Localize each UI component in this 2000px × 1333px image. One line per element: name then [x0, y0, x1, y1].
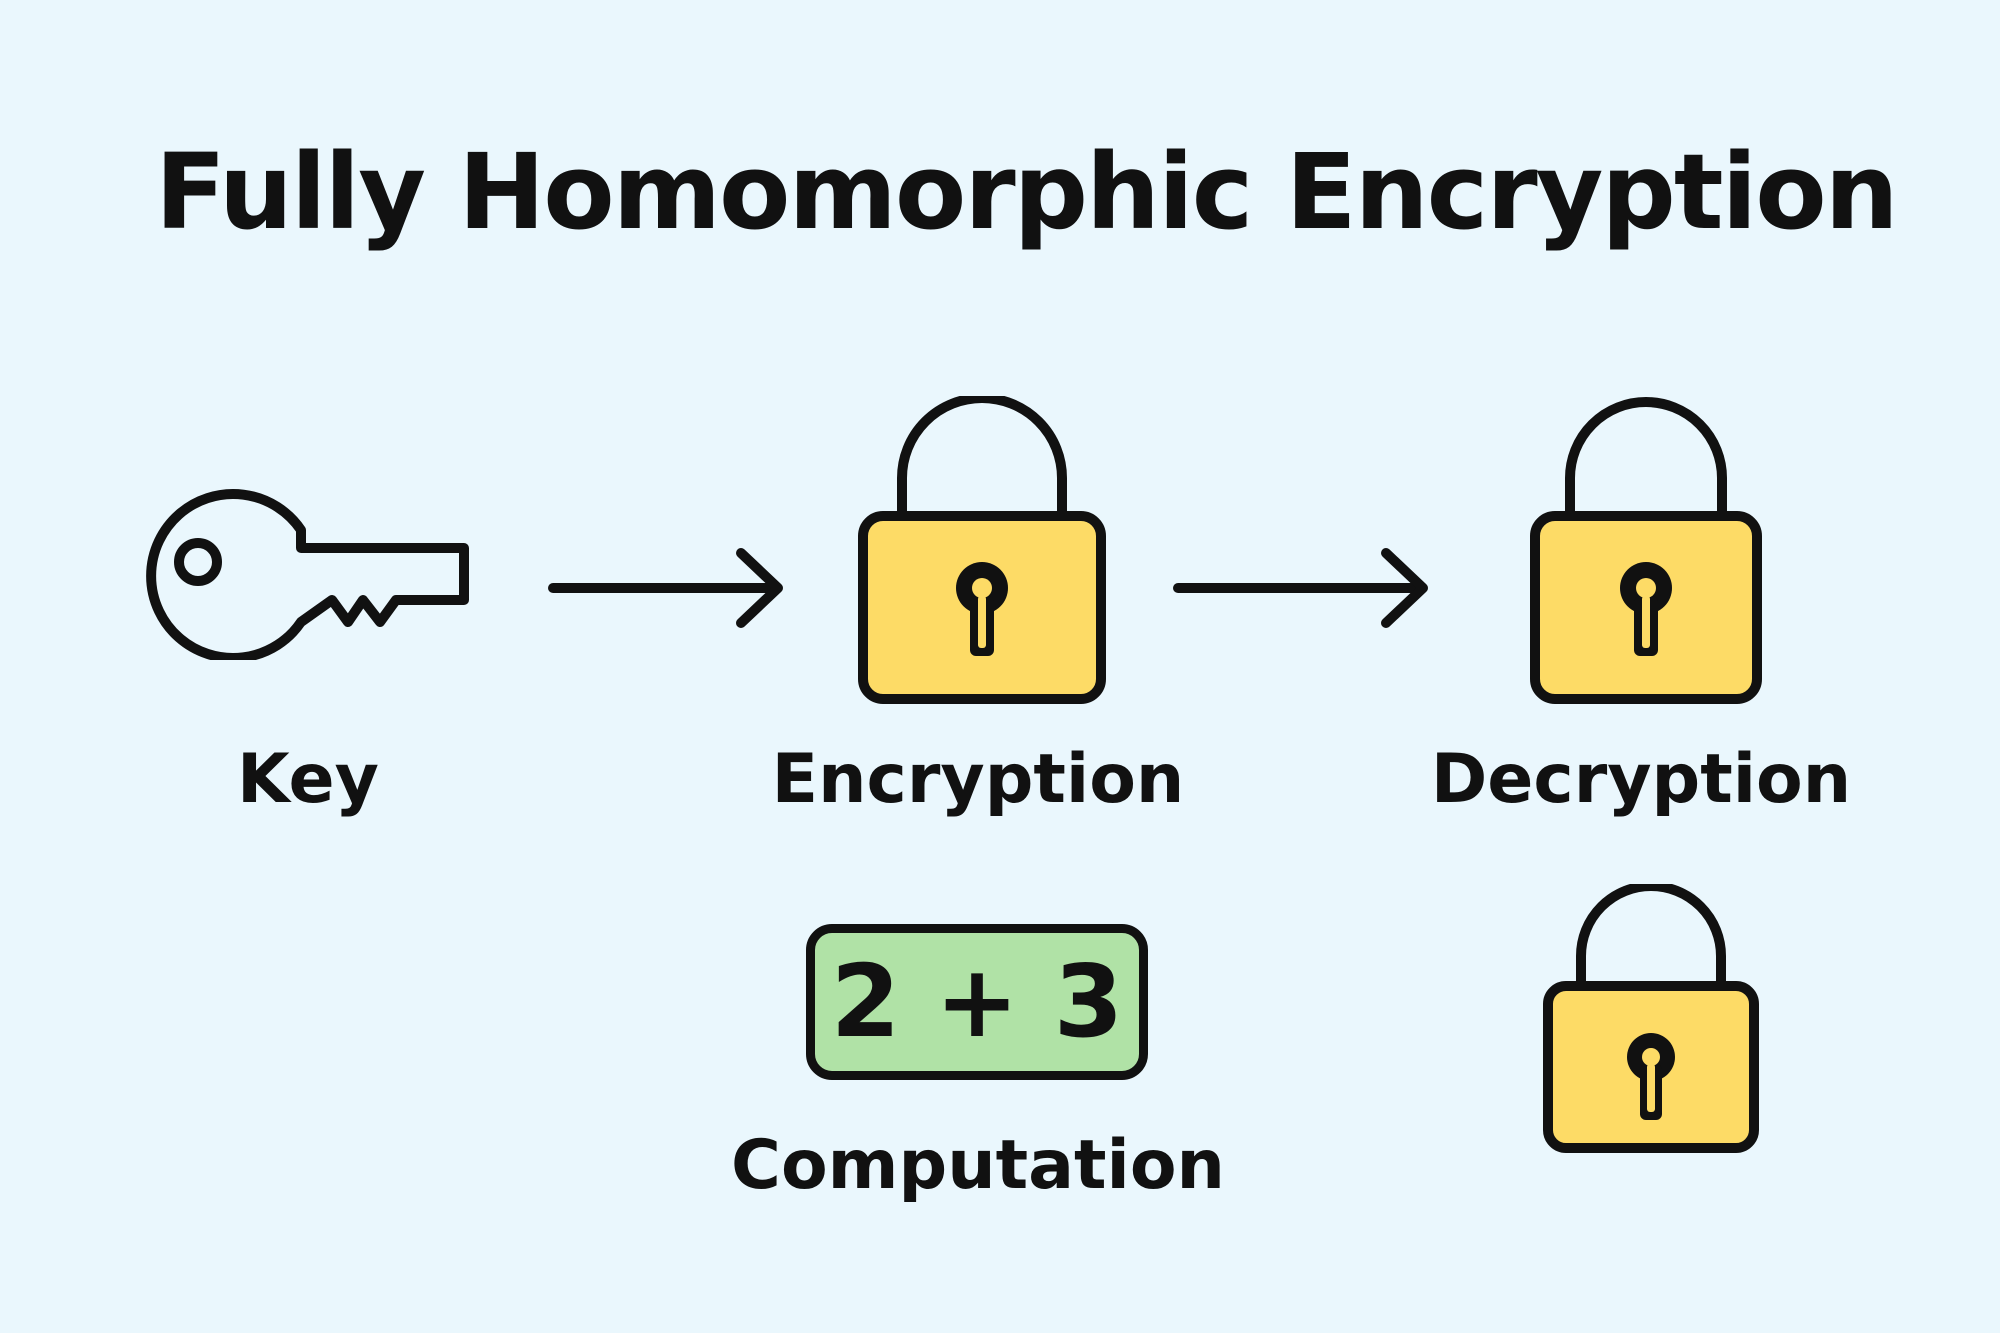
key-label: Key [237, 740, 379, 819]
key-icon [146, 489, 469, 660]
arrow-right-icon [1173, 548, 1428, 628]
computation-box: 2 + 3 [806, 924, 1148, 1080]
encryption-label: Encryption [771, 740, 1185, 819]
page-title: Fully Homomorphic Encryption [155, 131, 1899, 253]
padlock-icon [1543, 884, 1759, 1153]
computation-label: Computation [731, 1126, 1225, 1205]
computation-expression: 2 + 3 [830, 943, 1124, 1060]
padlock-icon [858, 396, 1106, 704]
padlock-icon [1530, 397, 1762, 704]
decryption-label: Decryption [1430, 740, 1852, 819]
arrow-right-icon [548, 548, 783, 628]
